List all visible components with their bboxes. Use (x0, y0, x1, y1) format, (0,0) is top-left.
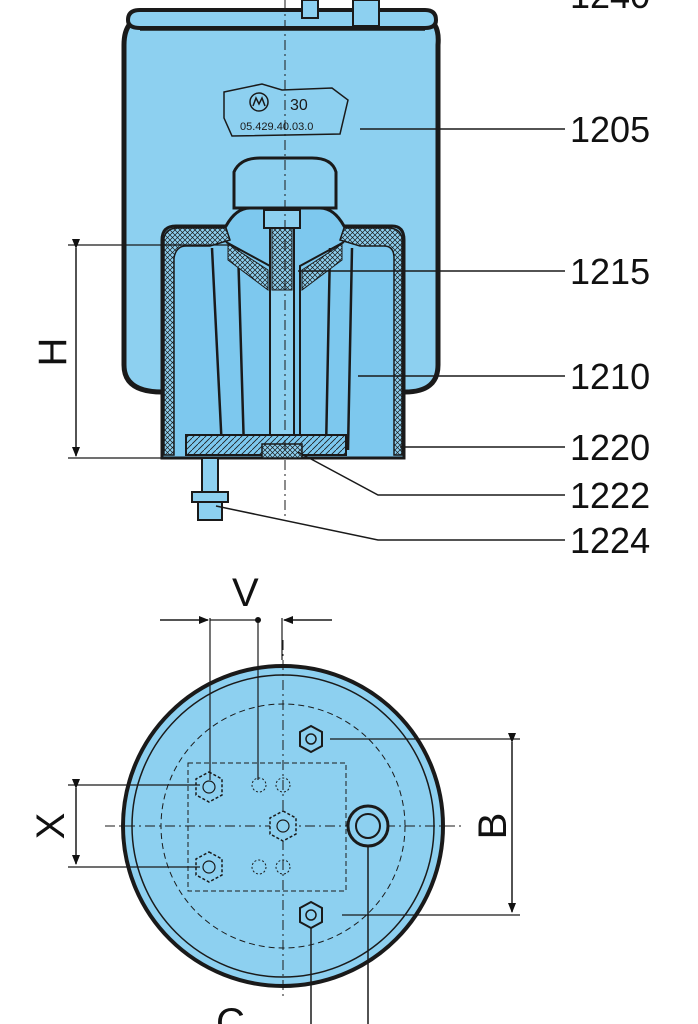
bottom-view: V X B C (29, 571, 520, 1024)
hex-stud-left-bottom (195, 851, 223, 883)
dimension-x: X (29, 813, 73, 840)
side-view: 30 05.429.40.03.0 H (31, 0, 565, 541)
plate-number: 30 (290, 97, 308, 114)
callout-1224: 1224 (570, 520, 650, 561)
air-connection (346, 804, 390, 848)
nut-bottom (299, 900, 323, 930)
piston-rim (163, 227, 231, 456)
hex-stud-left-top (195, 771, 223, 803)
callout-labels: 1240 1205 1215 1210 1220 1222 1224 (570, 0, 650, 561)
type-plate (223, 83, 349, 137)
leader-lines (215, 128, 565, 541)
callout-1210: 1210 (570, 356, 650, 397)
dimension-c: C (216, 1001, 245, 1024)
nut-top (299, 724, 323, 754)
logo-icon (249, 92, 269, 112)
callout-1240: 1240 (570, 0, 650, 16)
bottom-stud (201, 457, 219, 495)
top-stud (352, 0, 380, 27)
nut-1222 (261, 443, 303, 459)
top-plate (125, 8, 439, 30)
dimension-v: V (232, 571, 259, 615)
callout-1205: 1205 (570, 109, 650, 150)
callout-1222: 1222 (570, 475, 650, 516)
small-holes (251, 777, 291, 875)
dimension-b: B (471, 813, 515, 840)
dimension-h: H (31, 338, 75, 367)
plate-code: 05.429.40.03.0 (240, 121, 313, 133)
hex-stud-center (269, 810, 297, 842)
callout-1220: 1220 (570, 427, 650, 468)
callout-1215: 1215 (570, 251, 650, 292)
